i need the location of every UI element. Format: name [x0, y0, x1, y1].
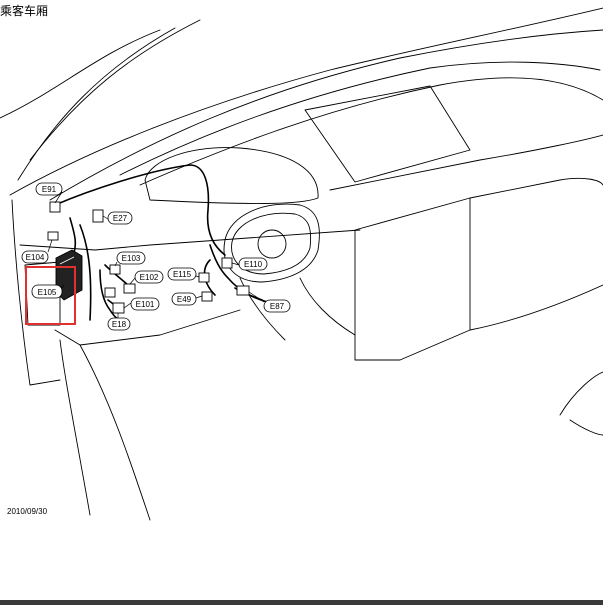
- label-e104: E104: [26, 253, 45, 262]
- label-e102: E102: [140, 273, 159, 282]
- connector-e27-block: [92, 209, 104, 223]
- label-e87: E87: [270, 302, 285, 311]
- steering-wheel-outer: [223, 203, 320, 283]
- label-e103: E103: [122, 254, 141, 263]
- label-e49: E49: [177, 295, 192, 304]
- connector-e104-block: [47, 231, 59, 241]
- label-e115: E115: [173, 270, 192, 279]
- connector-e101-block: [112, 302, 125, 314]
- windshield-base: [9, 7, 603, 196]
- connector-e87-block: [236, 285, 250, 296]
- connector-e103-block: [109, 264, 121, 275]
- e105-highlight-box: [25, 266, 76, 325]
- connector-e110-block: [221, 257, 233, 269]
- center-vent-panel: [304, 85, 471, 183]
- connector-e91-block: [49, 201, 61, 213]
- date-stamp: 2010/09/30: [7, 507, 48, 516]
- connector-e115-block: [198, 272, 210, 283]
- connector-e49-block: [201, 291, 213, 302]
- diagram-title: 乘客车厢: [0, 4, 49, 18]
- label-e91: E91: [42, 185, 57, 194]
- bottom-bar: [0, 600, 603, 605]
- cluster-hood: [144, 147, 319, 204]
- label-e101: E101: [136, 300, 155, 309]
- label-e110: E110: [244, 260, 263, 269]
- a-pillar-line: [0, 29, 161, 119]
- steering-hub: [257, 229, 287, 259]
- wire-harness: [54, 164, 281, 322]
- connector-e102-block: [123, 283, 136, 294]
- label-e18: E18: [112, 320, 127, 329]
- label-e27: E27: [113, 214, 128, 223]
- center-console: [354, 197, 471, 361]
- label-e105: E105: [38, 288, 57, 297]
